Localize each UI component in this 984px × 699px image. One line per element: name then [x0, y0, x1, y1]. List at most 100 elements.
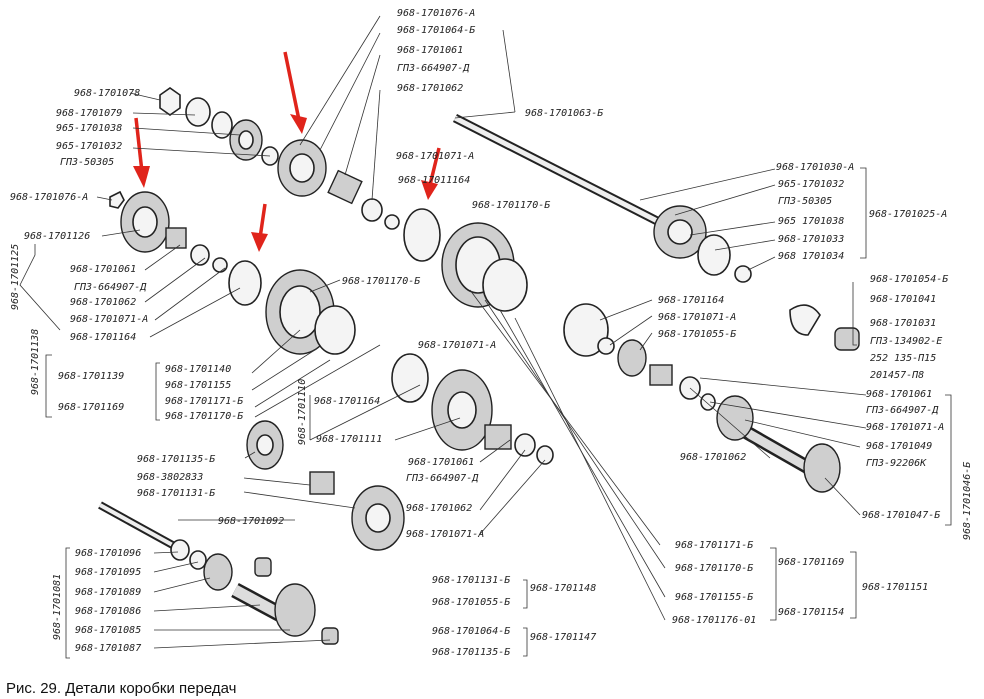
label-part: 968-1701064-Б — [397, 25, 475, 36]
label-part: 968-1701046-Б — [962, 462, 973, 540]
label-part: 968-1701079 — [56, 108, 122, 119]
label-part: 968-1701047-Б — [862, 510, 940, 521]
label-part: 968-1701055-Б — [658, 329, 736, 340]
label-part: 968-1701176-01 — [672, 615, 756, 626]
label-part: 968-1701155 — [165, 380, 231, 391]
label-part: 968-1701092 — [218, 516, 284, 527]
label-part: 968-1701170-Б — [165, 411, 243, 422]
label-part: 968-1701135-Б — [137, 454, 215, 465]
washer-part — [185, 97, 211, 127]
label-part: 968-1701147 — [530, 632, 596, 643]
ring-part — [211, 111, 233, 139]
label-part: 968-1701095 — [75, 567, 141, 578]
label-part: 968-1701086 — [75, 606, 141, 617]
center-sync-ring — [391, 353, 429, 403]
label-part: 968-1701031 — [870, 318, 936, 329]
label-part: 968-1701071-А — [658, 312, 736, 323]
label-part: 968-1701135-Б — [432, 647, 510, 658]
label-part: ГПЗ-134902-Е — [870, 336, 942, 347]
leader-lines — [96, 15, 867, 649]
label-part: 968-1701169 — [58, 402, 124, 413]
label-part: ГПЗ-50305 — [60, 157, 114, 168]
label-part: 968-1701064-Б — [432, 626, 510, 637]
label-part: ГПЗ-664907-Д — [406, 473, 479, 484]
label-part: 968-1701111 — [316, 434, 382, 445]
label-part: 968-1701049 — [866, 441, 932, 452]
output-bearing — [716, 395, 754, 441]
reverse-bearing — [309, 471, 335, 495]
part-labels: 968-1701076-А 968-1701064-Б 968-1701061 … — [10, 8, 973, 658]
label-part: 968-1701151 — [862, 582, 928, 593]
label-part: 968-1701071-А — [396, 151, 474, 162]
red-arrow-4 — [428, 147, 441, 186]
label-part: 968-1701171-Б — [165, 396, 243, 407]
label-part: 968-1701087 — [75, 643, 141, 654]
label-part: 968-1701131-Б — [137, 488, 215, 499]
output-gear — [803, 443, 841, 493]
label-part: 201457-П8 — [870, 370, 924, 381]
label-part: ГПЗ-50305 — [778, 196, 832, 207]
lock-washer-part — [109, 190, 125, 209]
red-arrow-1 — [283, 51, 301, 121]
label-part: 965 1701038 — [778, 216, 844, 227]
label-part: 968-1701033 — [778, 234, 844, 245]
right-sync-ring — [563, 303, 609, 357]
label-part: 968-1701071-А — [418, 340, 496, 351]
label-part: 968-1701125 — [10, 244, 21, 310]
highlight-arrows — [133, 51, 441, 252]
label-part: 968-1701155-Б — [675, 592, 753, 603]
label-part: 968-1701138 — [30, 329, 41, 395]
red-arrow-3 — [258, 203, 267, 239]
label-part: 965-1701038 — [56, 123, 122, 134]
figure-caption: Рис. 29. Детали коробки передач — [6, 680, 236, 697]
left-sync-ring — [228, 260, 262, 306]
label-part: ГПЗ-664907-Д — [397, 63, 470, 74]
label-part: 968-1701030-А — [776, 162, 854, 173]
label-part: 968-1701140 — [165, 364, 231, 375]
label-part: 968-1701078 — [74, 88, 140, 99]
label-part: 968-1701110 — [297, 379, 308, 445]
label-part: 968-1701089 — [75, 587, 141, 598]
label-part: 968-1701096 — [75, 548, 141, 559]
label-part: 968-1701062 — [397, 83, 463, 94]
left-needle-bearing — [165, 227, 187, 249]
label-part: 968-1701071-А — [70, 314, 148, 325]
bushing-part — [361, 198, 383, 222]
red-arrow-2 — [134, 117, 144, 173]
label-part: 968-1701139 — [58, 371, 124, 382]
label-part: 968-1701062 — [70, 297, 136, 308]
label-part: 968-1701171-Б — [675, 540, 753, 551]
brackets — [19, 167, 952, 659]
small-lower-gear — [203, 553, 233, 591]
label-part: 968-1701063-Б — [525, 108, 603, 119]
label-part: 968-1701170-Б — [472, 200, 550, 211]
label-part: 968-1701041 — [870, 294, 936, 305]
label-part: 968-1701071-А — [866, 422, 944, 433]
label-part: 968-1701126 — [24, 231, 90, 242]
center-needle-bearing — [484, 424, 512, 450]
right-needle-bearing — [649, 364, 673, 386]
label-part: 968-1701061 — [70, 264, 136, 275]
nut-part — [159, 87, 181, 116]
label-part: 968-1701170-Б — [675, 563, 753, 574]
label-part: 968-1701061 — [408, 457, 474, 468]
circlip-part — [697, 234, 731, 276]
label-part: 968-1701164 — [314, 396, 380, 407]
label-part: 968-1701076-А — [10, 192, 88, 203]
label-part: 968-1701062 — [406, 503, 472, 514]
label-part: ГПЗ-664907-Д — [74, 282, 147, 293]
bushing-right — [834, 327, 860, 351]
small-washer-part — [384, 214, 400, 230]
label-part: 968-1701164 — [658, 295, 724, 306]
label-part: 968-1701131-Б — [432, 575, 510, 586]
label-part: 968-1701148 — [530, 583, 596, 594]
right-gear-small — [617, 339, 647, 377]
label-part: 968-1701154 — [778, 607, 844, 618]
label-part: 968-1701169 — [778, 557, 844, 568]
label-part: 968 1701034 — [778, 251, 844, 262]
label-part: ГПЗ-92206К — [866, 458, 927, 469]
label-part: 968-1701061 — [866, 389, 932, 400]
label-part: 965-1701032 — [778, 179, 844, 190]
label-part: 968-3802833 — [137, 472, 203, 483]
